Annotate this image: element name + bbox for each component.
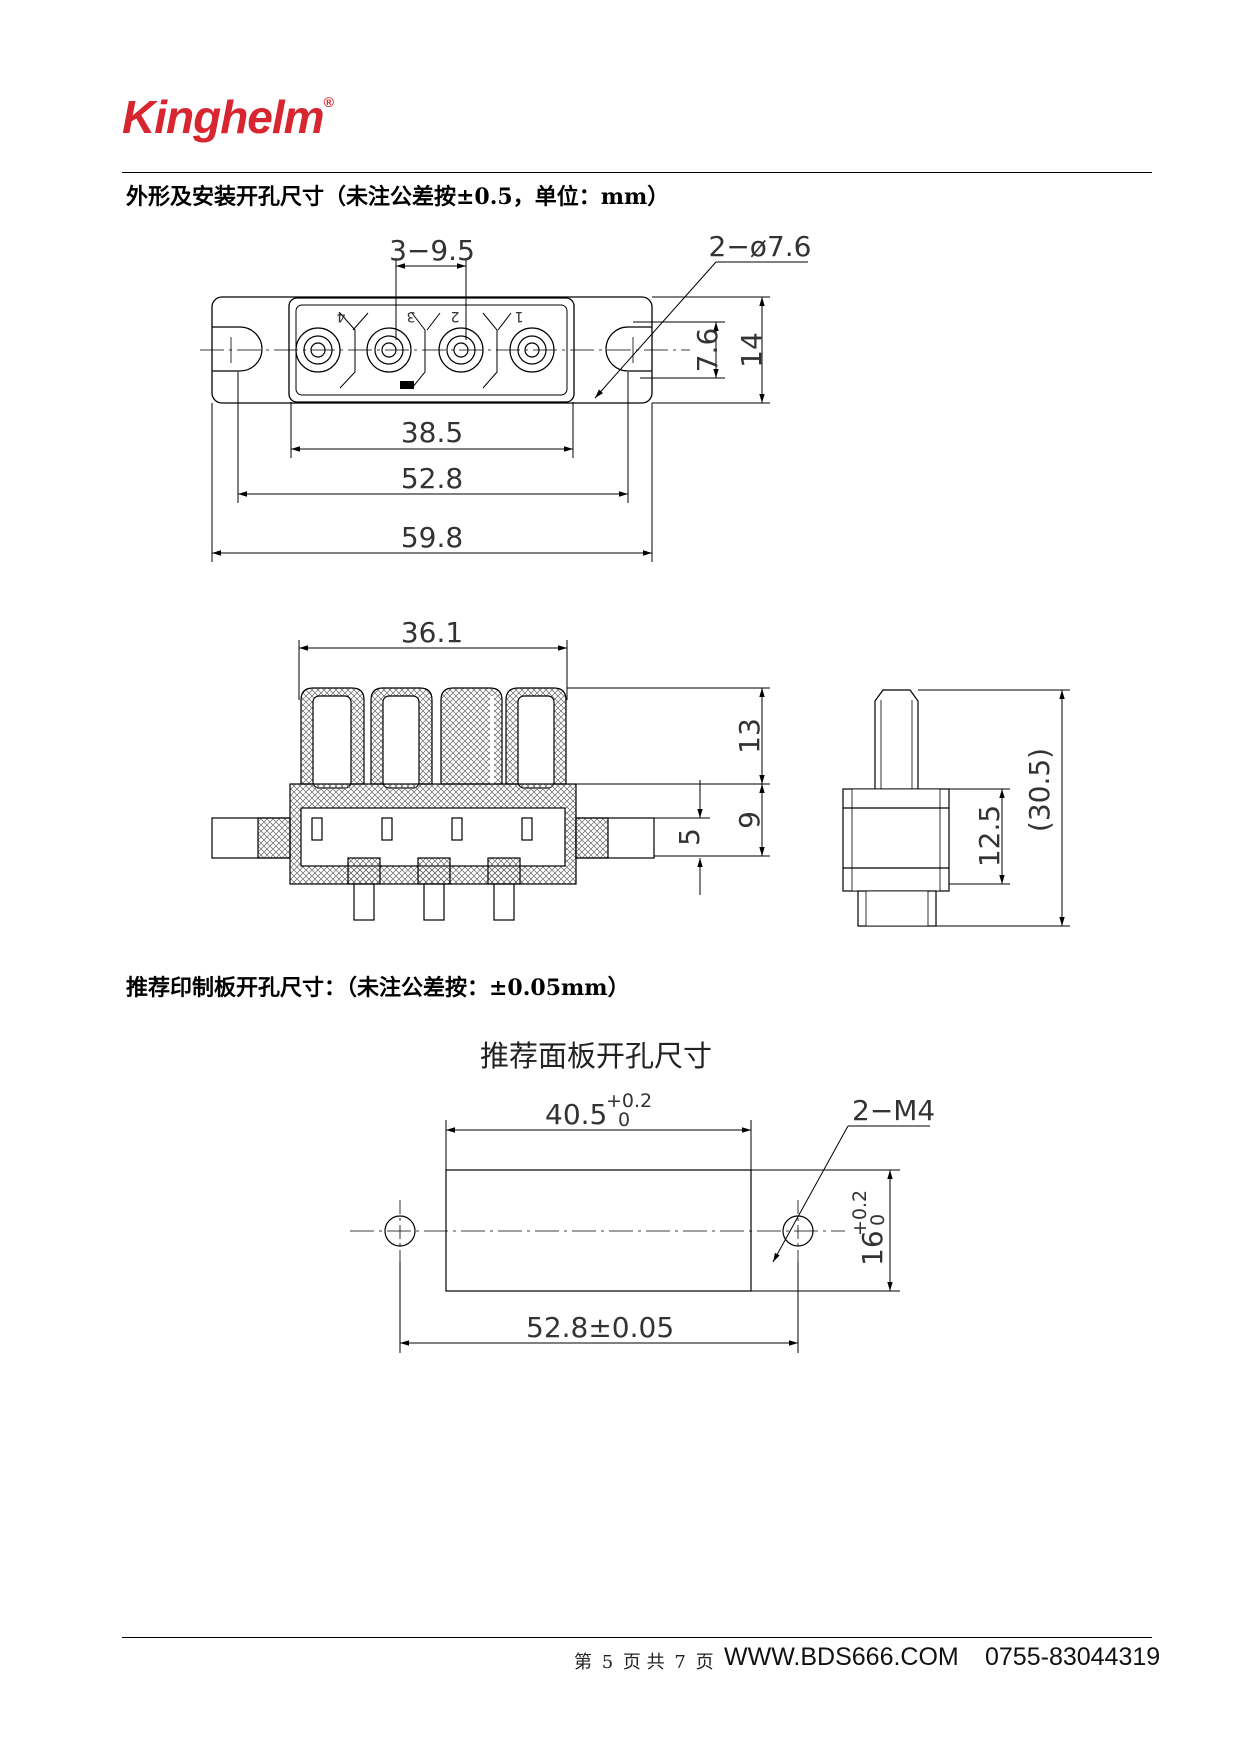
dim-14: 14 bbox=[735, 332, 768, 368]
page-suffix: 页 bbox=[695, 1652, 714, 1673]
dim-59-8: 59.8 bbox=[401, 521, 463, 554]
dim-12-5: 12.5 bbox=[973, 805, 1006, 867]
pin-label-2: 2 bbox=[451, 308, 460, 324]
dim-9: 9 bbox=[733, 811, 766, 829]
section-view bbox=[211, 687, 655, 921]
dim-panel-height-tol-lower: 0 bbox=[867, 1214, 889, 1226]
pin-label-1: 1 bbox=[515, 308, 524, 324]
dim-38-5: 38.5 bbox=[401, 416, 463, 449]
footer-rule bbox=[122, 1637, 1152, 1638]
pin-numbers: 4 3 2 1 bbox=[336, 308, 523, 324]
brand-name: Kinghelm bbox=[122, 91, 325, 143]
footer-phone: 0755-83044319 bbox=[985, 1643, 1161, 1671]
dim-30-5: (30.5) bbox=[1023, 748, 1056, 832]
panel-cutout-drawing bbox=[350, 1169, 845, 1292]
pin-label-4: 4 bbox=[336, 308, 345, 324]
left-slot bbox=[212, 326, 263, 372]
header-rule bbox=[122, 172, 1152, 173]
page-number: 5 bbox=[601, 1652, 614, 1673]
dim-52-8: 52.8 bbox=[401, 462, 463, 495]
top-view bbox=[200, 296, 690, 404]
dim-panel-height-tol-upper: +0.2 bbox=[849, 1190, 871, 1236]
dim-holes: 2−ø7.6 bbox=[709, 230, 812, 263]
side-view bbox=[842, 689, 950, 927]
footer-website[interactable]: WWW.BDS666.COM bbox=[724, 1643, 959, 1671]
dim-screw: 2−M4 bbox=[852, 1094, 935, 1127]
pcb-section-title: 推荐印制板开孔尺寸：（未注公差按：±0.05mm） bbox=[126, 975, 630, 1001]
pin-label-3: 3 bbox=[407, 308, 416, 324]
page-prefix: 第 bbox=[574, 1652, 592, 1673]
dim-36-1: 36.1 bbox=[401, 616, 463, 649]
kinghelm-logo: Kinghelm® bbox=[122, 90, 334, 144]
panel-cutout-rect bbox=[445, 1169, 752, 1292]
right-slot bbox=[605, 326, 652, 372]
dim-panel-height: 16 bbox=[856, 1230, 889, 1266]
registered-mark: ® bbox=[323, 94, 334, 110]
dim-panel-spacing: 52.8±0.05 bbox=[526, 1311, 674, 1344]
dim-panel-width-tol-upper: +0.2 bbox=[606, 1090, 652, 1112]
dim-panel-width-tol-lower: 0 bbox=[618, 1109, 630, 1131]
dim-5: 5 bbox=[673, 828, 706, 846]
page-total: 7 bbox=[674, 1652, 686, 1673]
page-mid: 页 共 bbox=[622, 1652, 665, 1673]
dim-7-6: 7.6 bbox=[691, 328, 724, 373]
outline-section-title: 外形及安装开孔尺寸（未注公差按±0.5，单位：mm） bbox=[126, 184, 670, 210]
panel-section-title: 推荐面板开孔尺寸 bbox=[480, 1039, 713, 1073]
dim-pitch: 3−9.5 bbox=[389, 234, 475, 267]
page-counter: 第 5 页 共 7 页 bbox=[574, 1648, 718, 1674]
dim-panel-width: 40.5 bbox=[545, 1098, 607, 1131]
dim-13: 13 bbox=[733, 718, 766, 754]
